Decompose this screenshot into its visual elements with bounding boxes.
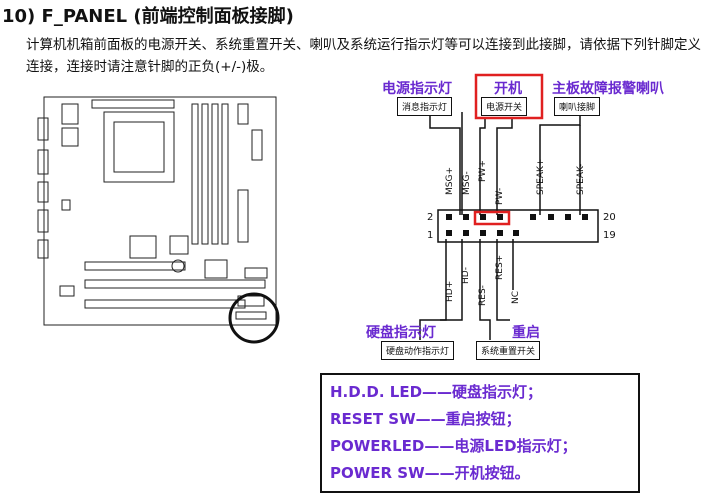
reset-box: 系统重置开关 <box>476 341 541 360</box>
power-led-title: 电源指示灯 <box>382 81 452 97</box>
legend-power-led: POWERLED——电源LED指示灯； <box>330 437 577 455</box>
hdd-led-title: 硬盘指示灯 <box>366 325 436 341</box>
description: 计算机机箱前面板的电源开关、系统重置开关、喇叭及系统运行指示灯等可以连接到此接脚… <box>26 37 701 75</box>
pin-res-plus: RES+ <box>495 254 505 280</box>
pin-speak-minus: SPEAK- <box>576 163 586 195</box>
hdd-led-box: 硬盘动作指示灯 <box>381 341 455 360</box>
pin-pw-minus: PW- <box>495 187 505 205</box>
pin-number-2: 2 <box>427 212 434 223</box>
pin-number-20: 20 <box>603 212 616 223</box>
speaker-title: 主板故障报警喇叭 <box>552 81 664 97</box>
pin-number-1: 1 <box>427 230 434 241</box>
pin-pw-plus: PW+ <box>478 160 488 182</box>
legend-box: H.D.D. LED——硬盘指示灯； RESET SW——重启按钮； POWER… <box>320 373 640 493</box>
power-switch-title: 开机 <box>494 81 522 97</box>
pin-hd-plus: HD+ <box>445 280 455 302</box>
pin-res-minus: RES- <box>478 285 488 306</box>
pin-msg-plus: MSG+ <box>445 167 455 195</box>
power-switch-box: 电源开关 <box>481 97 528 116</box>
speaker-box: 喇叭接脚 <box>554 97 601 116</box>
pin-number-19: 19 <box>603 230 616 241</box>
pin-hd-minus: HD- <box>461 267 471 284</box>
pin-nc: NC <box>511 290 521 304</box>
page-title: 10) F_PANEL (前端控制面板接脚) <box>2 6 294 27</box>
legend-power-sw: POWER SW——开机按钮。 <box>330 464 530 482</box>
reset-title: 重启 <box>512 325 540 341</box>
legend-hdd-led: H.D.D. LED——硬盘指示灯； <box>330 383 543 401</box>
pin-speak-plus: SPEAK+ <box>536 158 546 195</box>
power-led-box: 消息指示灯 <box>397 97 453 116</box>
pin-msg-minus: MSG- <box>462 171 472 195</box>
legend-reset-sw: RESET SW——重启按钮； <box>330 410 521 428</box>
